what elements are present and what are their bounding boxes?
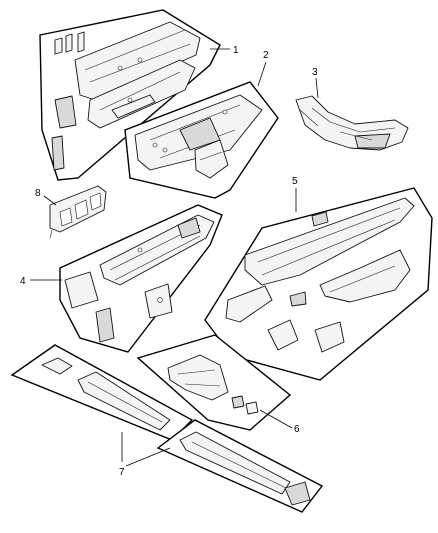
rail-7a-part bbox=[41, 357, 171, 431]
crossmember-part bbox=[167, 354, 259, 415]
side-rail-part bbox=[64, 214, 215, 343]
panel-group-2: 2 bbox=[124, 50, 279, 199]
callout-2: 2 bbox=[263, 50, 269, 61]
callout-group-7: 7 bbox=[119, 432, 171, 478]
callout-4: 4 bbox=[20, 276, 26, 287]
callout-5: 5 bbox=[292, 176, 298, 187]
callout-3: 3 bbox=[312, 67, 318, 78]
panel-group-5: 5 bbox=[204, 176, 433, 381]
rail-7b-part bbox=[179, 431, 311, 506]
apron-part bbox=[134, 94, 263, 179]
panel-group-7b bbox=[156, 419, 324, 513]
part-group-3: 3 bbox=[295, 67, 409, 151]
panel-group-7a bbox=[10, 344, 194, 441]
part-group-8: 8 bbox=[35, 185, 107, 239]
rocker-part bbox=[225, 197, 415, 353]
callout-1: 1 bbox=[233, 45, 239, 56]
bracket-8-part bbox=[49, 185, 107, 239]
panel-group-4: 4 bbox=[20, 204, 223, 353]
front-rail-part bbox=[51, 21, 201, 171]
callout-6: 6 bbox=[294, 424, 300, 435]
callout-7: 7 bbox=[119, 467, 125, 478]
callout-8: 8 bbox=[35, 188, 41, 199]
panel-group-6: 6 bbox=[136, 334, 300, 435]
floor-pan-part bbox=[295, 95, 409, 151]
panel-group-1: 1 bbox=[39, 9, 239, 181]
